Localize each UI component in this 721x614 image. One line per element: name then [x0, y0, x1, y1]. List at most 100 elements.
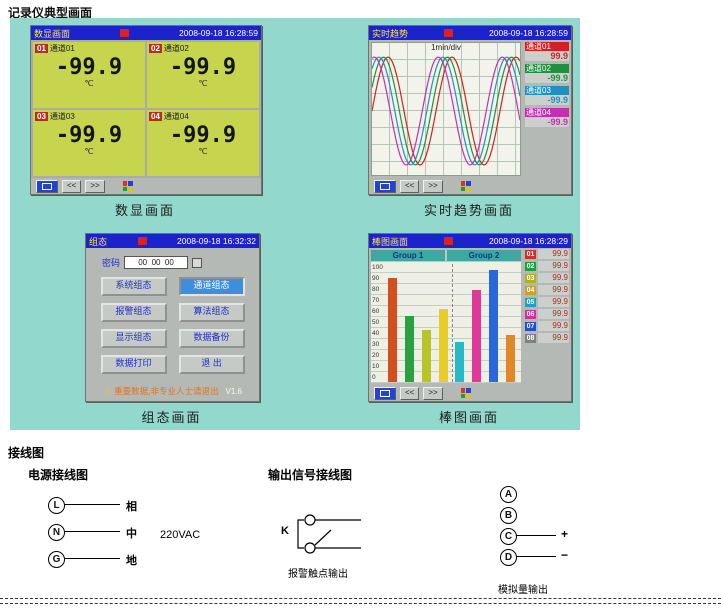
channel-tag: 06 [525, 309, 536, 319]
config-button-alarm[interactable]: 报警组态 [100, 303, 167, 322]
channel-header: 02 通道02 [147, 42, 259, 55]
wire-line [64, 558, 120, 559]
bar [404, 315, 414, 382]
config-button-display[interactable]: 显示组态 [100, 329, 167, 348]
screen-switch-button[interactable] [374, 386, 396, 400]
terminal-C: C [500, 528, 517, 545]
channel-tag: 07 [525, 321, 536, 331]
trend-curve [372, 56, 520, 166]
trend-curve [372, 56, 520, 166]
password-row: 密码 00 00 00 [102, 256, 259, 269]
bar [438, 308, 448, 382]
channel-card-1: 01 通道01 -99.9 ℃ [33, 42, 145, 108]
screen-caption: 棒图画面 [438, 410, 499, 425]
axis-tick: 90 [372, 275, 380, 282]
alarm-icon [120, 29, 130, 37]
trend-window: 实时趋势 2008-09-18 16:28:59 1min/div 通道01 9… [368, 25, 572, 195]
prev-button[interactable]: << [62, 179, 82, 193]
channel-tag: 04 [525, 285, 536, 295]
channel-tag: 08 [525, 333, 536, 343]
channel-value: 99.9 [538, 261, 569, 271]
channel-value: -99.9 [169, 55, 237, 80]
prev-button[interactable]: << [400, 386, 420, 400]
config-button-system[interactable]: 系统组态 [100, 277, 167, 296]
screen-switch-button[interactable] [374, 179, 396, 193]
password-input[interactable]: 00 00 00 [124, 256, 189, 269]
channel-tag: 02 [525, 261, 536, 271]
axis-tick: 80 [372, 286, 380, 293]
channel-header: 01 通道01 [33, 42, 145, 55]
bar [421, 330, 431, 382]
channel-name: 通道03 [49, 112, 75, 121]
config-button-exit[interactable]: 退 出 [178, 355, 245, 374]
version-label: V1.6 [225, 386, 242, 396]
terminal-A: A [500, 486, 517, 503]
trend-body: 1min/div 通道01 99.9 通道02 -99.9 通道03 -99.9 [369, 40, 571, 178]
group-2-label: Group 2 [447, 250, 521, 261]
alarm-icon [444, 237, 454, 245]
screen-switch-button[interactable] [36, 179, 58, 193]
channel-tag: 01 [525, 249, 536, 259]
trend-channel: 通道01 99.9 [525, 42, 569, 61]
channel-value: 99.9 [538, 333, 569, 343]
prev-button[interactable]: << [400, 179, 420, 193]
alarm-icon [137, 237, 147, 245]
channel-unit: ℃ [198, 147, 208, 156]
bar-titlebar: 棒图画面 2008-09-18 16:28:29 [369, 234, 571, 248]
time-div-label: 1min/div [431, 43, 461, 52]
warning-text: 重要数据,非专业人士请退出 [114, 386, 219, 396]
trend-titlebar: 实时趋势 2008-09-18 16:28:59 [369, 26, 571, 40]
menu-grid-icon[interactable] [460, 388, 471, 398]
channel-unit: ℃ [198, 79, 208, 88]
channel-tag: 02 [149, 44, 162, 53]
bar [489, 269, 499, 382]
warning-row: ⚠ 重要数据,非专业人士请退出 V1.6 [86, 385, 259, 397]
config-button-channel[interactable]: 通道组态 [178, 277, 245, 296]
axis-tick: 10 [372, 363, 380, 370]
channel-unit: ℃ [84, 147, 94, 156]
config-button-backup[interactable]: 数据备份 [178, 329, 245, 348]
screen-icon [42, 182, 52, 190]
axis-tick: 0 [372, 374, 376, 381]
alarm-icon [444, 29, 454, 37]
channel-value: 99.9 [538, 285, 569, 295]
next-button[interactable]: >> [85, 179, 105, 193]
wire-line [64, 531, 120, 532]
config-button-algorithm[interactable]: 算法组态 [178, 303, 245, 322]
channel-tag: 01 [35, 44, 48, 53]
config-window: 组态 2008-09-18 16:32:32 密码 00 00 00 系统组态 … [85, 233, 260, 402]
terminal-L: L [48, 497, 65, 514]
config-menu: 系统组态 通道组态 报警组态 算法组态 显示组态 数据备份 数据打印 退 出 [86, 277, 259, 374]
terminal-G: G [48, 551, 65, 568]
plus-sign: + [561, 527, 569, 541]
config-button-print[interactable]: 数据打印 [100, 355, 167, 374]
menu-grid-icon[interactable] [122, 181, 133, 191]
wiring-heading: 接线图 [8, 446, 45, 460]
channel-value: -99.9 [55, 55, 123, 80]
terminal-D: D [500, 549, 517, 566]
axis-tick: 50 [372, 319, 380, 326]
screen-caption: 组态画面 [141, 410, 202, 425]
next-button[interactable]: >> [423, 179, 443, 193]
window-title: 实时趋势 [372, 28, 409, 39]
config-body: 密码 00 00 00 系统组态 通道组态 报警组态 算法组态 显示组态 数据备… [86, 248, 259, 401]
bargraph-window: 棒图画面 2008-09-18 16:28:29 Group 1 Group 2… [368, 233, 572, 402]
trend-channel-value: -99.9 [525, 117, 569, 127]
keypad-icon[interactable] [192, 257, 203, 268]
page-title: 记录仪典型画面 [8, 6, 93, 20]
menu-grid-icon[interactable] [460, 181, 471, 191]
window-title: 数显画面 [34, 28, 71, 39]
minus-sign: − [561, 548, 569, 562]
bar [472, 289, 482, 382]
next-button[interactable]: >> [423, 386, 443, 400]
wire-line [64, 504, 120, 505]
screen-icon [380, 182, 390, 190]
channel-value: -99.9 [55, 123, 123, 148]
ground-label: 地 [126, 555, 137, 567]
screen-icon [380, 389, 390, 397]
